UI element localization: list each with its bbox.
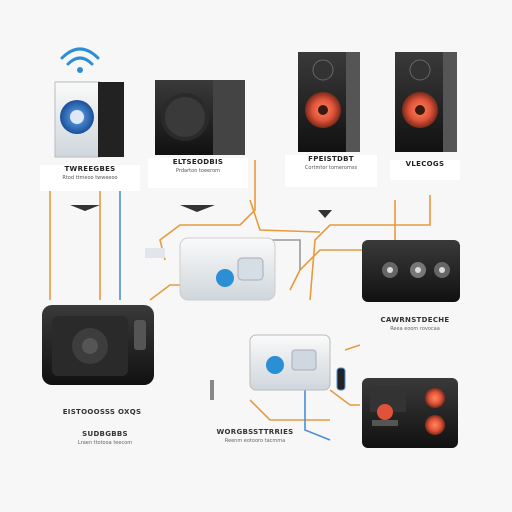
label-left-bottom-title: SUDBGBBS bbox=[82, 430, 128, 438]
label-right-mid-title: CAWRNSTDECHE bbox=[380, 316, 450, 324]
label-top-2-subtitle: Prdarton toeerom bbox=[175, 168, 220, 174]
label-center-bottom: WORGBSSTTRRIES Reenm eotooro tacmma bbox=[185, 428, 325, 444]
label-top-1: TWREEGBES Rtod ttmeoo twweeoo bbox=[40, 165, 140, 191]
label-top-3: FPEISTDBT Cortmtor tomeromss bbox=[285, 155, 377, 187]
label-right-mid: CAWRNSTDECHE Reea eoom rovocaa bbox=[355, 316, 475, 332]
label-right-mid-subtitle: Reea eoom rovocaa bbox=[390, 326, 440, 332]
label-top-1-title: TWREEGBES bbox=[64, 165, 116, 173]
label-top-1-subtitle: Rtod ttmeoo twweeoo bbox=[62, 175, 118, 181]
label-center-bottom-subtitle: Reenm eotooro tacmma bbox=[224, 438, 286, 444]
label-top-4: VLECOGS bbox=[390, 160, 460, 180]
cable-orange-9 bbox=[329, 389, 360, 406]
portable-speaker-device bbox=[42, 305, 154, 385]
speaker-left bbox=[298, 52, 360, 152]
cable-orange-8 bbox=[249, 399, 330, 421]
receiver-device bbox=[362, 240, 460, 302]
label-top-3-title: FPEISTDBT bbox=[308, 155, 354, 163]
arrow-markers bbox=[70, 205, 332, 218]
cable-orange-4 bbox=[289, 200, 396, 291]
label-center-bottom-title: WORGBSSTTRRIES bbox=[216, 428, 294, 436]
cables bbox=[49, 160, 431, 441]
cable-blue-2 bbox=[304, 380, 331, 441]
label-top-2: ELTSEODBIS Prdarton toeerom bbox=[148, 158, 248, 188]
subwoofer-device bbox=[155, 80, 245, 155]
label-left-bottom: SUDBGBBS Lraen ttotooa teecom bbox=[45, 430, 165, 446]
label-left-bottom-subtitle: Lraen ttotooa teecom bbox=[77, 440, 133, 446]
label-top-2-title: ELTSEODBIS bbox=[172, 158, 224, 166]
label-top-3-subtitle: Cortmtor tomeromss bbox=[304, 165, 358, 171]
label-top-4-title: VLECOGS bbox=[405, 160, 445, 168]
cable-orange-5 bbox=[309, 195, 431, 301]
cable-gray-1 bbox=[270, 239, 301, 270]
cable-orange-10 bbox=[344, 344, 361, 351]
hub-device bbox=[145, 237, 276, 301]
cable-orange-6 bbox=[249, 199, 321, 233]
speaker-right bbox=[395, 52, 457, 152]
label-left-tag: EISTOOOSSS OXQS bbox=[52, 408, 152, 416]
cable-orange-3 bbox=[159, 160, 256, 261]
label-left-tag-title: EISTOOOSSS OXQS bbox=[62, 408, 142, 416]
wifi-icon bbox=[60, 47, 100, 73]
controller-device bbox=[210, 334, 346, 400]
amplifier-device bbox=[362, 378, 458, 448]
smart-speaker-device bbox=[54, 81, 124, 158]
